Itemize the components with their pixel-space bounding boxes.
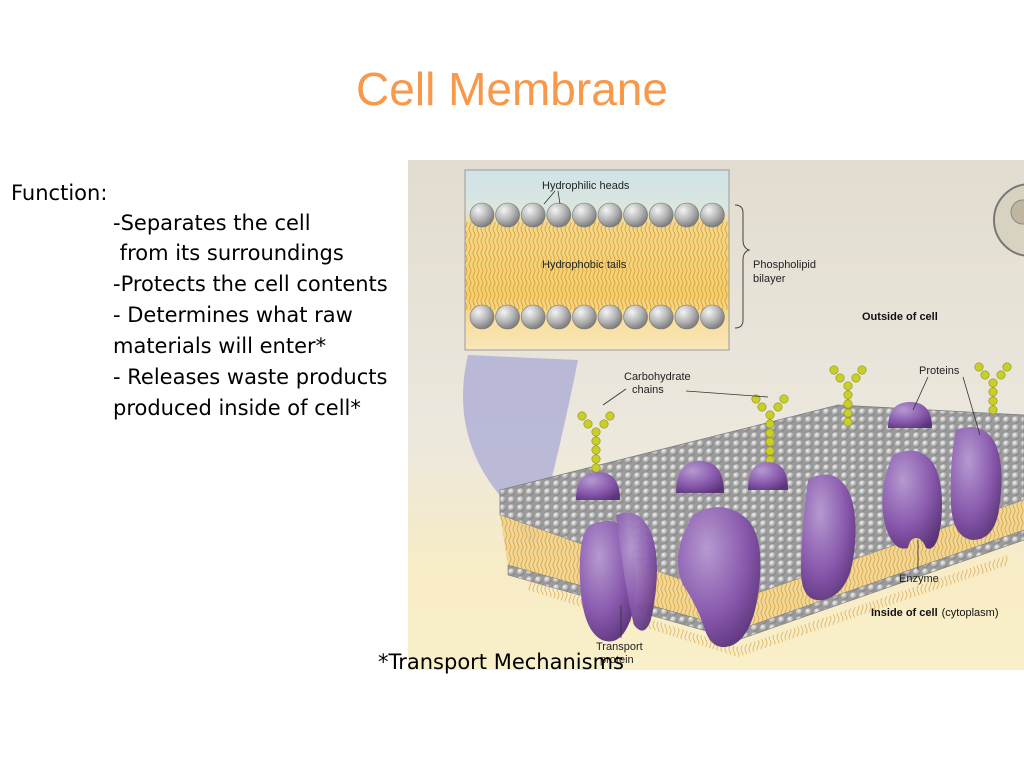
phospholipid-head [700,304,725,330]
phospholipid-head [495,202,520,228]
phospholipid-head [469,304,495,330]
phospholipid-head [572,202,597,228]
footnote: *Transport Mechanisms [378,650,624,674]
phospholipid-head [648,202,674,228]
phospholipid-head [469,202,495,228]
label-hydrophilic-heads: Hydrophilic heads [542,180,630,192]
phospholipid-head [546,202,572,228]
carbohydrate-chains [577,362,1012,473]
label-protein: protein [600,654,634,666]
carbohydrate-chain [829,365,867,427]
function-line-2: from its surroundings [113,241,344,265]
label-chains: chains [632,384,664,396]
phospholipid-head [597,202,623,228]
phospholipid-head [674,202,700,228]
carbohydrate-chain [974,362,1012,415]
slide-title: Cell Membrane [356,63,668,115]
label-carbohydrate: Carbohydrate [624,371,691,383]
phospholipid-head [623,304,648,330]
phospholipid-head [648,304,674,330]
membrane-proteins [576,402,1002,648]
phospholipid-head [597,304,623,330]
protein-right [950,427,1002,540]
label-enzyme: Enzyme [899,573,939,585]
peripheral-protein-2 [676,461,724,493]
phospholipid-head [520,202,546,228]
bilayer-bracket [734,204,751,329]
enzyme-protein [882,450,942,549]
carbohydrate-chain [577,411,615,473]
function-line-6: - Releases waste products [113,365,388,389]
peripheral-protein-3 [888,402,932,428]
bean-protein [801,474,856,601]
phospholipid-head [674,304,700,330]
label-phospholipid: Phospholipid [753,259,816,271]
label-bilayer: bilayer [753,273,786,285]
function-line-7: produced inside of cell* [113,396,361,420]
function-line-5: materials will enter* [113,334,327,358]
glycoprotein-dome [748,462,788,490]
function-line-4: - Determines what raw [113,303,353,327]
peripheral-protein-1 [576,472,620,500]
function-line-1: -Separates the cell [113,211,311,235]
label-outside-of-cell: Outside of cell [862,311,938,323]
zoom-wedge [463,355,578,550]
function-heading: Function: [11,181,108,205]
label-inside-of-cell: Inside of cell(cytoplasm) [871,607,998,619]
cell-membrane-diagram: Hydrophilic heads Hydrophobic tails Phos… [408,160,1024,670]
label-proteins: Proteins [919,365,960,377]
carbohydrate-chain [751,394,789,465]
channel-protein [677,507,761,648]
label-transport: Transport [596,641,643,653]
phospholipid-head [546,304,572,330]
phospholipid-head [700,202,725,228]
phospholipid-head [623,202,648,228]
phospholipid-head [495,304,520,330]
function-line-3: -Protects the cell contents [113,272,388,296]
phospholipid-head [520,304,546,330]
phospholipid-head [572,304,597,330]
bilayer-inset [464,169,730,351]
label-hydrophobic-tails: Hydrophobic tails [542,259,627,271]
